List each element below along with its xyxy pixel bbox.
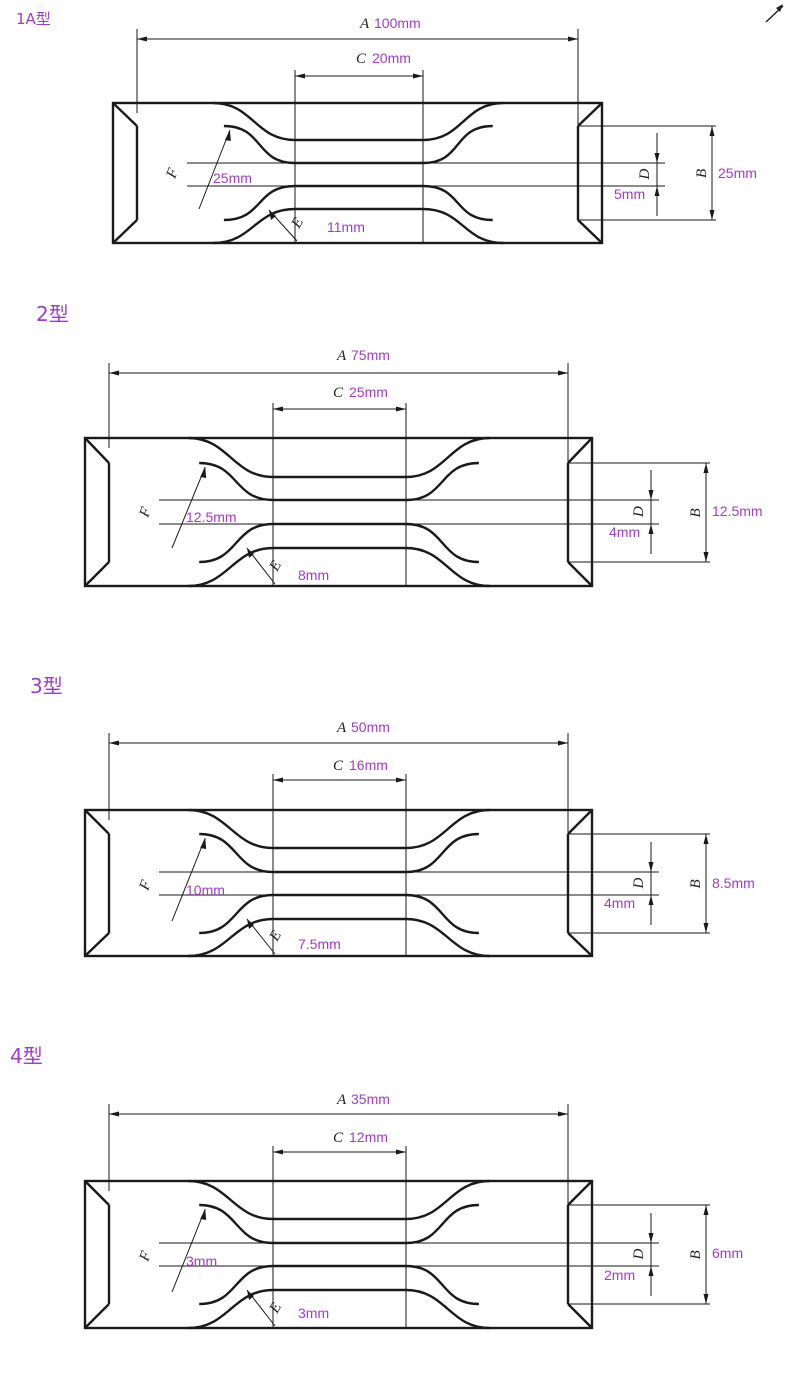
dimension-letter-b: B (694, 169, 710, 178)
dimension-a-value: 100mm (374, 15, 421, 31)
dimension-e-value: 8mm (298, 567, 329, 583)
arrow-icon (765, 4, 784, 23)
dimension-d-value: 5mm (614, 186, 645, 202)
dimension-letter-c: C (333, 758, 344, 774)
dimension-c-value: 16mm (349, 757, 388, 773)
specimen-type-label: 3型 (30, 674, 63, 698)
dimension-a-value: 50mm (351, 719, 390, 735)
dimension-e-value: 7.5mm (298, 936, 341, 952)
dimension-d-value: 4mm (609, 524, 640, 540)
dimension-letter-d: D (631, 878, 647, 890)
dimension-letter-e: E (266, 1300, 285, 1317)
dimension-e-value: 3mm (298, 1305, 329, 1321)
dimension-d-value: 2mm (604, 1267, 635, 1283)
dimension-letter-d: D (631, 1249, 647, 1261)
dimension-letter-a: A (336, 1092, 347, 1108)
specimen-type-label: 4型 (10, 1044, 43, 1068)
dimension-b-value: 12.5mm (712, 503, 763, 519)
dimension-f-value: 25mm (213, 170, 252, 186)
dimension-letter-b: B (688, 1250, 704, 1259)
specimen-type-label: 1A型 (16, 10, 51, 28)
dimension-f-value: 10mm (186, 882, 225, 898)
dimension-c-value: 25mm (349, 384, 388, 400)
dimension-f-value: 12.5mm (186, 509, 237, 525)
dimension-b-value: 8.5mm (712, 875, 755, 891)
dimension-b-value: 6mm (712, 1245, 743, 1261)
dimension-e-value: 11mm (327, 219, 365, 235)
dimension-letter-a: A (336, 720, 347, 736)
specimen-type-label: 2型 (36, 302, 69, 326)
dimension-letter-a: A (359, 16, 370, 32)
dimension-letter-c: C (356, 51, 367, 67)
dimension-letter-b: B (688, 508, 704, 517)
dimension-letter-f: F (136, 1248, 155, 1264)
dimension-letter-d: D (631, 506, 647, 518)
dimension-a-value: 35mm (351, 1091, 390, 1107)
dimension-f-value: 3mm (186, 1253, 217, 1269)
dimension-a-value: 75mm (351, 347, 390, 363)
dimension-letter-d: D (637, 169, 653, 181)
dimension-letter-a: A (336, 348, 347, 364)
dimension-letter-b: B (688, 879, 704, 888)
dimension-d-value: 4mm (604, 895, 635, 911)
dimension-letter-c: C (333, 385, 344, 401)
dimension-c-value: 20mm (372, 50, 411, 66)
dimension-letter-c: C (333, 1130, 344, 1146)
dimension-b-value: 25mm (718, 165, 757, 181)
dimension-c-value: 12mm (349, 1129, 388, 1145)
